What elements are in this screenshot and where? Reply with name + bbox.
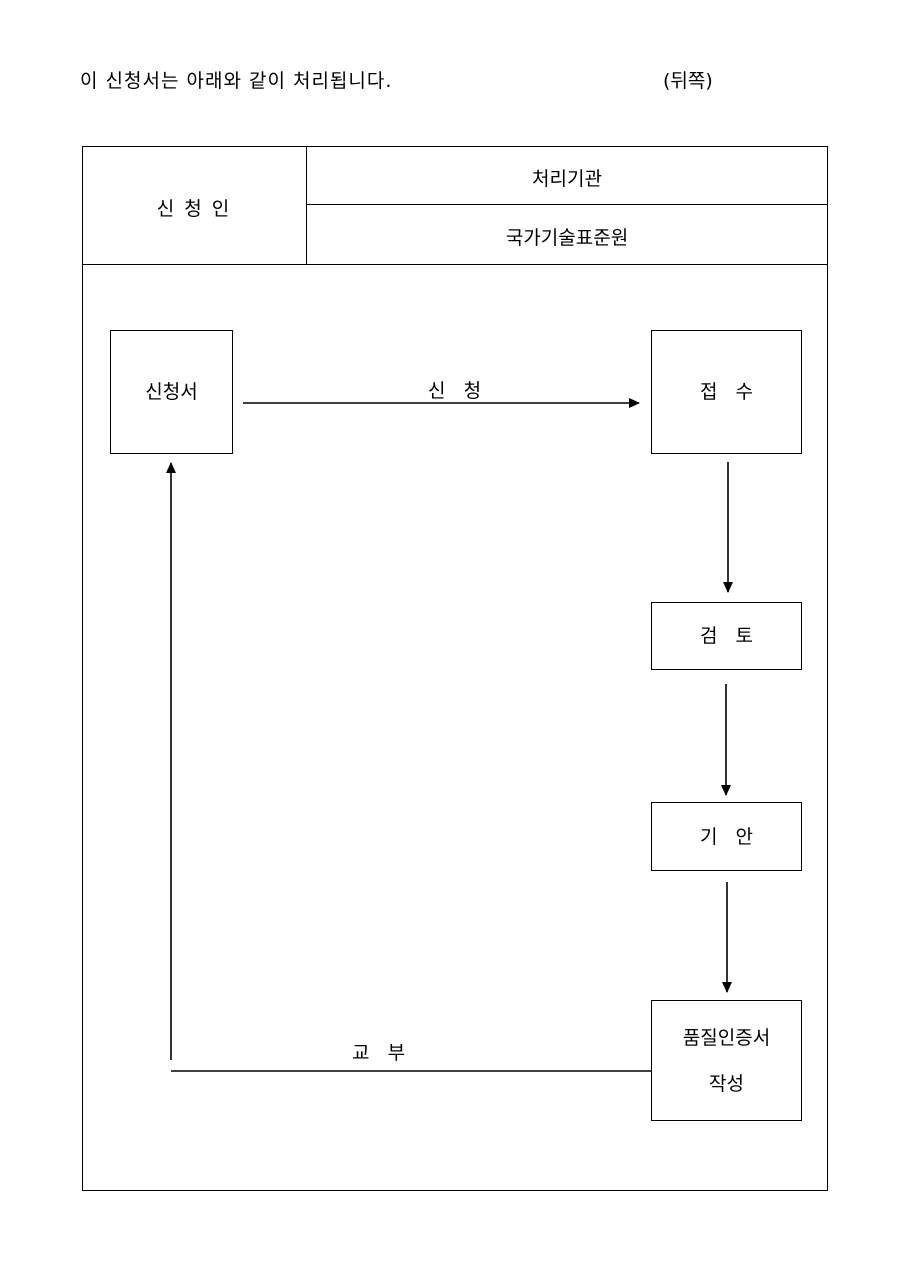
- application-form-box: 신청서: [110, 330, 233, 454]
- table-divider-vertical: [306, 146, 307, 264]
- agency-header: 처리기관: [532, 168, 602, 190]
- agency-name: 국가기술표준원: [505, 227, 629, 249]
- draft-box: 기 안: [651, 802, 802, 871]
- draft-label: 기 안: [699, 825, 754, 848]
- applicant-label: 신 청 인: [156, 198, 232, 220]
- certificate-label-line2: 작성: [709, 1072, 744, 1095]
- apply-label: 신 청: [428, 380, 482, 402]
- process-frame: [82, 146, 828, 1191]
- application-form-label: 신청서: [145, 381, 198, 403]
- review-label: 검 토: [699, 625, 754, 647]
- table-divider-agency: [306, 204, 828, 205]
- page-side-label: (뒤쪽): [663, 70, 713, 92]
- delivery-label: 교 부: [352, 1042, 406, 1064]
- review-box: 검 토: [651, 602, 802, 670]
- certificate-box: 품질인증서 작성: [651, 1000, 802, 1121]
- receipt-box: 접 수: [651, 330, 802, 454]
- receipt-label: 접 수: [699, 381, 754, 403]
- table-divider-bottom: [82, 264, 828, 265]
- intro-text: 이 신청서는 아래와 같이 처리됩니다.: [80, 70, 393, 92]
- certificate-label-line1: 품질인증서: [682, 1026, 771, 1049]
